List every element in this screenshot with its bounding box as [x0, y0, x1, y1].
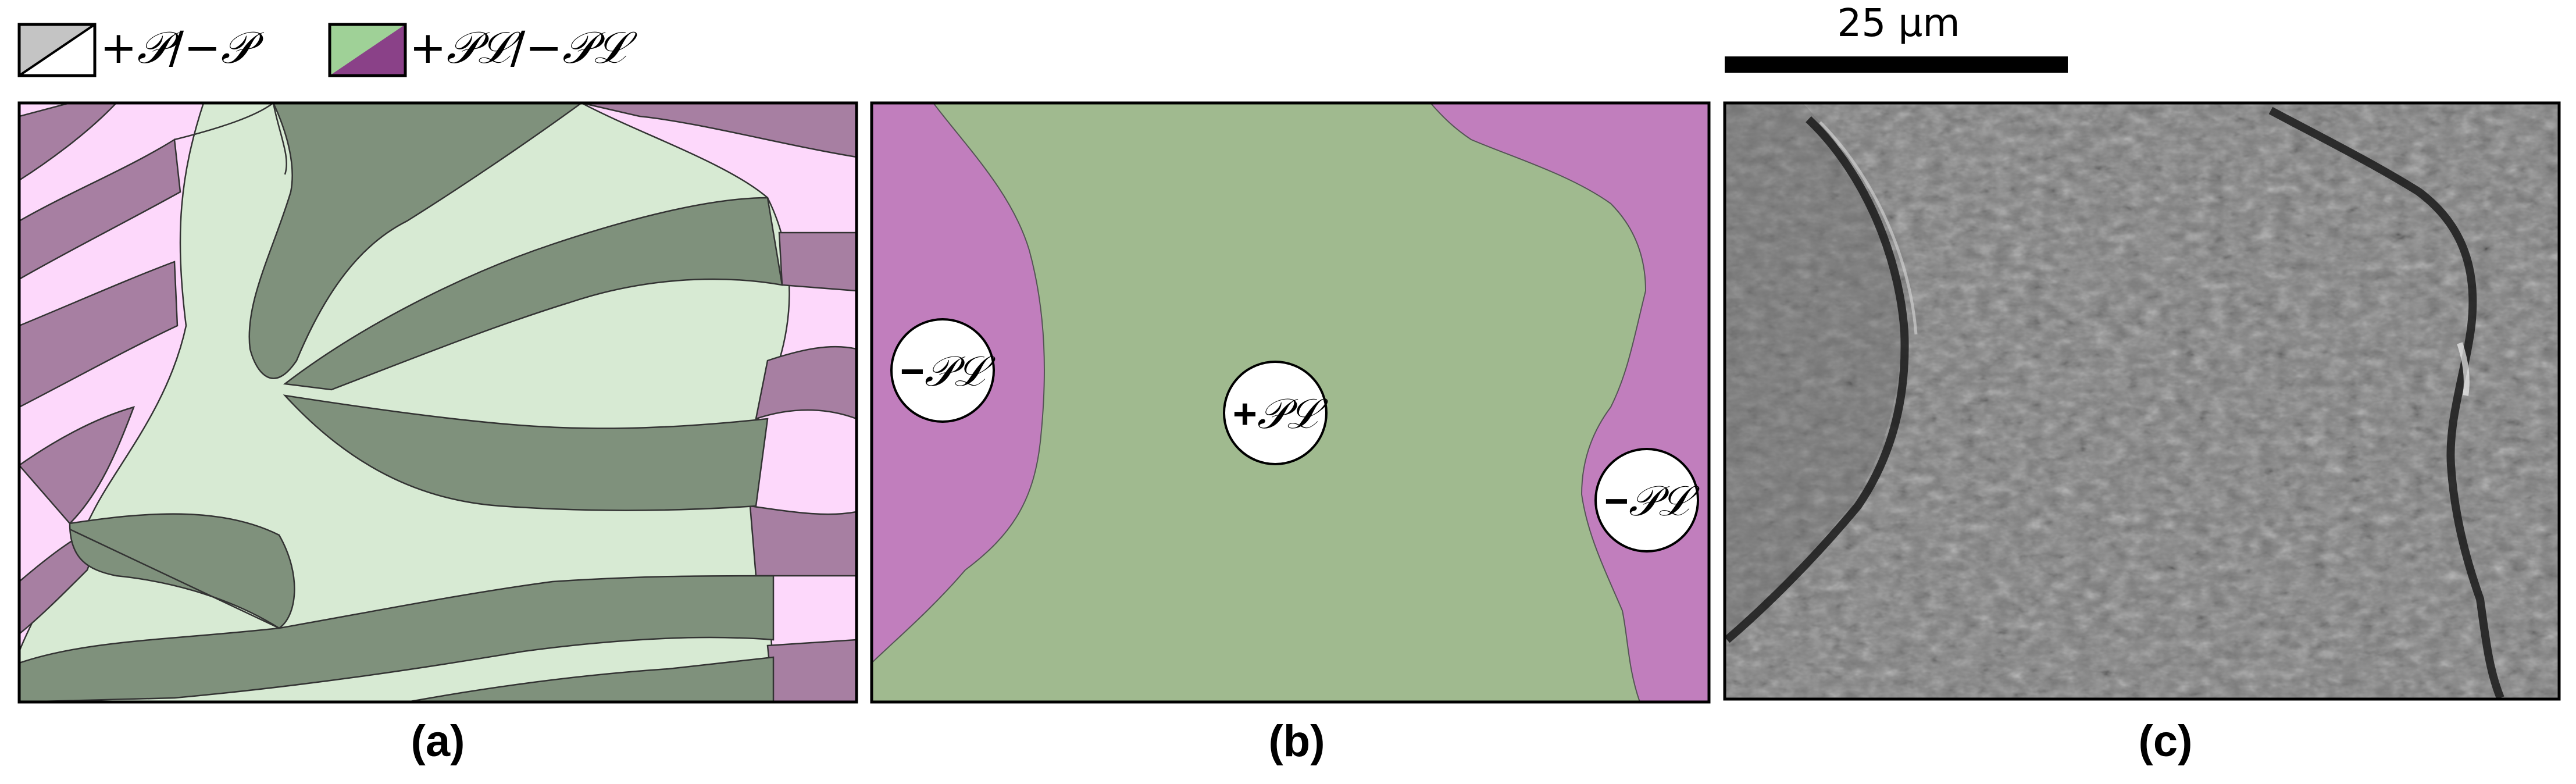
panel-a-label: (a)	[411, 717, 465, 766]
legend-text-p: +𝒫/−𝒫	[100, 22, 265, 73]
panel-c: 25 μm (c)	[1723, 1, 2561, 766]
panel-c-label: (c)	[2139, 717, 2193, 766]
svg-text:+𝒫ℒ: +𝒫ℒ	[1233, 389, 1329, 438]
legend-text-pl: +𝒫ℒ/−𝒫ℒ	[409, 22, 637, 73]
panel-a: (a)	[17, 101, 858, 766]
micrograph	[1725, 103, 2559, 699]
domain-marker-right: −𝒫ℒ	[1594, 448, 1700, 553]
panel-b-label: (b)	[1268, 717, 1325, 766]
scale-bar: 25 μm	[1725, 1, 2068, 73]
domain-marker-left: −𝒫ℒ	[890, 318, 996, 423]
panel-b: −𝒫ℒ +𝒫ℒ −𝒫ℒ (b)	[870, 101, 1711, 766]
legend: +𝒫/−𝒫 +𝒫ℒ/−𝒫ℒ	[17, 22, 637, 77]
svg-text:−𝒫ℒ: −𝒫ℒ	[1604, 476, 1700, 525]
svg-text:−𝒫ℒ: −𝒫ℒ	[900, 347, 996, 395]
legend-swatch-p	[17, 23, 97, 77]
scale-bar-label: 25 μm	[1837, 1, 1960, 45]
domain-marker-center: +𝒫ℒ	[1223, 361, 1329, 465]
panel-b-right-domain	[1429, 103, 1709, 702]
legend-swatch-pl	[328, 23, 407, 77]
